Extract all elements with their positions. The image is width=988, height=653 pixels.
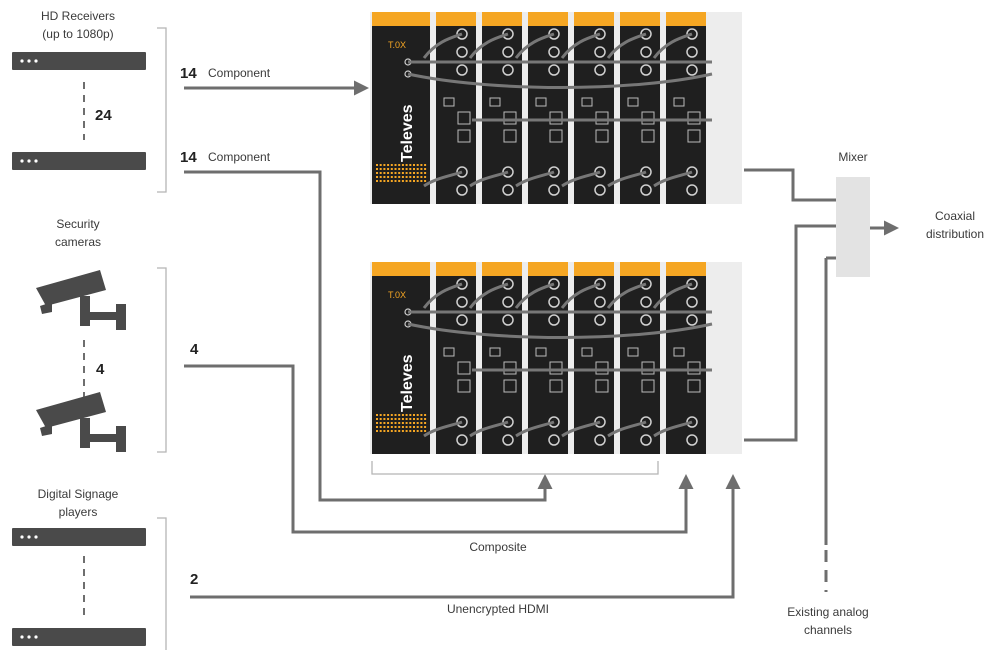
tx-module [652,262,706,454]
tx-module [560,262,614,454]
rack-top-output-wire [744,168,836,202]
headend-rack-bottom: T.0X Televes [370,262,742,454]
tx-module [514,12,568,204]
composite-label: Composite [469,540,527,554]
brand-label: Televes [399,354,416,412]
existing-label-line1: Existing analog [787,605,868,619]
existing-label-line2: channels [804,623,852,637]
component-mid-wire [184,170,553,502]
tx-module [652,12,706,204]
model-label: T.0X [388,290,406,300]
component-modules-bracket [371,461,659,475]
signage-title-line1: Digital Signage [38,487,119,501]
hd-receivers-title-line2: (up to 1080p) [42,27,113,41]
hdmi-wire [190,474,741,599]
hd-receivers-count: 24 [95,107,112,124]
coax-label-line1: Coaxial [935,209,975,223]
tx-module [514,262,568,454]
security-title-line2: cameras [55,235,101,249]
signage-player-top [12,528,146,546]
signage-player-bottom [12,628,146,646]
hd-receiver-bottom [12,152,146,170]
security-bracket [157,267,167,453]
camera-count: 4 [96,361,105,378]
signage-bracket [157,517,167,650]
hdmi-count: 2 [190,571,198,588]
hdmi-label: Unencrypted HDMI [447,602,549,616]
hd-receiver-top [12,52,146,70]
tx-module [468,262,522,454]
tx-module [468,12,522,204]
mixer-box [836,177,870,277]
bridge-cable [407,72,713,89]
hd-receivers-title-line1: HD Receivers [41,9,115,23]
composite-count: 4 [190,341,199,358]
tx-module [560,12,614,204]
existing-analog-wire [824,256,836,545]
main-module: T.0X Televes [372,12,430,204]
signage-title-line2: players [59,505,98,519]
security-camera-icon [36,270,126,330]
coax-label-line2: distribution [926,227,984,241]
model-label: T.0X [388,40,406,50]
tx-module [422,262,476,454]
headend-rack-top: T.0X Televes [370,12,742,204]
rack-bottom-output-wire [744,224,836,442]
security-title-line1: Security [56,217,99,231]
hd-receivers-bracket [157,27,167,193]
mixer-label: Mixer [838,150,867,164]
component-mid-count: 14 [180,149,197,166]
tx-module [606,12,660,204]
tx-module [422,12,476,204]
composite-wire [184,364,694,534]
main-module: T.0X Televes [372,262,430,454]
component-mid-label: Component [208,150,271,164]
component-top-label: Component [208,66,271,80]
component-top-count: 14 [180,65,197,82]
brand-label: Televes [399,104,416,162]
bridge-cable [407,322,713,339]
tx-module [606,262,660,454]
security-camera-icon [36,392,126,452]
